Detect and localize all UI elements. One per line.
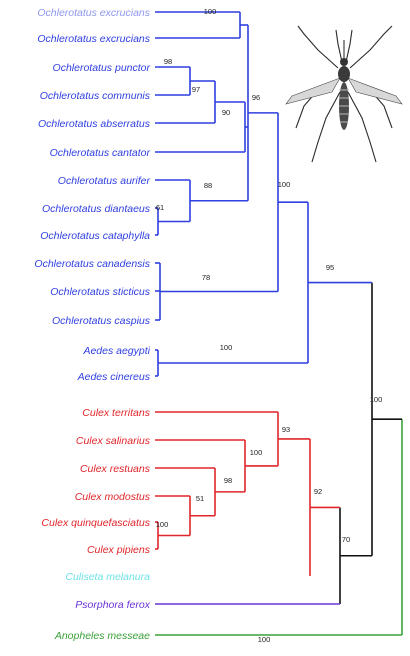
taxon-label: Culiseta melanura <box>65 571 150 583</box>
taxon-label: Ochlerotatus sticticus <box>50 286 151 298</box>
support-value: 100 <box>220 343 233 352</box>
taxon-label: Culex salinarius <box>76 435 151 447</box>
support-value: 100 <box>258 635 271 644</box>
taxon-label: Ochlerotatus abserratus <box>38 118 151 130</box>
taxon-label: Aedes cinereus <box>77 371 151 383</box>
taxon-label: Ochlerotatus caspius <box>52 315 151 327</box>
mosquito-icon <box>286 26 402 162</box>
taxon-label: Culex pipiens <box>87 544 151 556</box>
taxon-label: Culex restuans <box>80 463 151 475</box>
taxon-label: Ochlerotatus canadensis <box>34 258 150 270</box>
support-value: 88 <box>204 181 212 190</box>
support-value: 98 <box>224 476 232 485</box>
support-value: 90 <box>222 108 230 117</box>
taxon-label: Culex modostus <box>75 491 151 503</box>
taxon-label: Culex territans <box>82 407 150 419</box>
taxon-label: Psorphora ferox <box>75 599 150 611</box>
support-value: 96 <box>252 93 260 102</box>
taxon-label: Ochlerotatus communis <box>40 90 151 102</box>
taxon-label: Ochlerotatus cantator <box>50 147 151 159</box>
taxon-label: Ochlerotatus aurifer <box>58 175 151 187</box>
taxon-label: Ochlerotatus diantaeus <box>42 203 151 215</box>
support-value: 70 <box>342 535 350 544</box>
tree-branches <box>155 12 402 635</box>
taxon-label: Ochlerotatus excrucians <box>37 33 150 45</box>
support-value: 100 <box>250 448 263 457</box>
support-value: 100 <box>370 395 383 404</box>
support-value: 95 <box>326 263 334 272</box>
support-value: 100 <box>156 520 169 529</box>
taxon-label: Ochlerotatus cataphylla <box>40 230 150 242</box>
taxon-label: Ochlerotatus punctor <box>53 62 151 74</box>
support-value: 93 <box>282 425 290 434</box>
taxon-label: Anopheles messeae <box>54 630 150 642</box>
support-value: 78 <box>202 273 210 282</box>
support-value: 100 <box>204 7 217 16</box>
support-value: 92 <box>314 487 322 496</box>
support-value: 100 <box>278 180 291 189</box>
taxon-label: Culex quinquefasciatus <box>41 517 150 529</box>
support-value: 61 <box>156 203 164 212</box>
support-value: 98 <box>164 57 172 66</box>
support-value: 97 <box>192 85 200 94</box>
taxon-label: Aedes aegypti <box>82 345 150 357</box>
taxon-label: Ochlerotatus excrucians <box>37 7 150 19</box>
support-value: 51 <box>196 494 204 503</box>
